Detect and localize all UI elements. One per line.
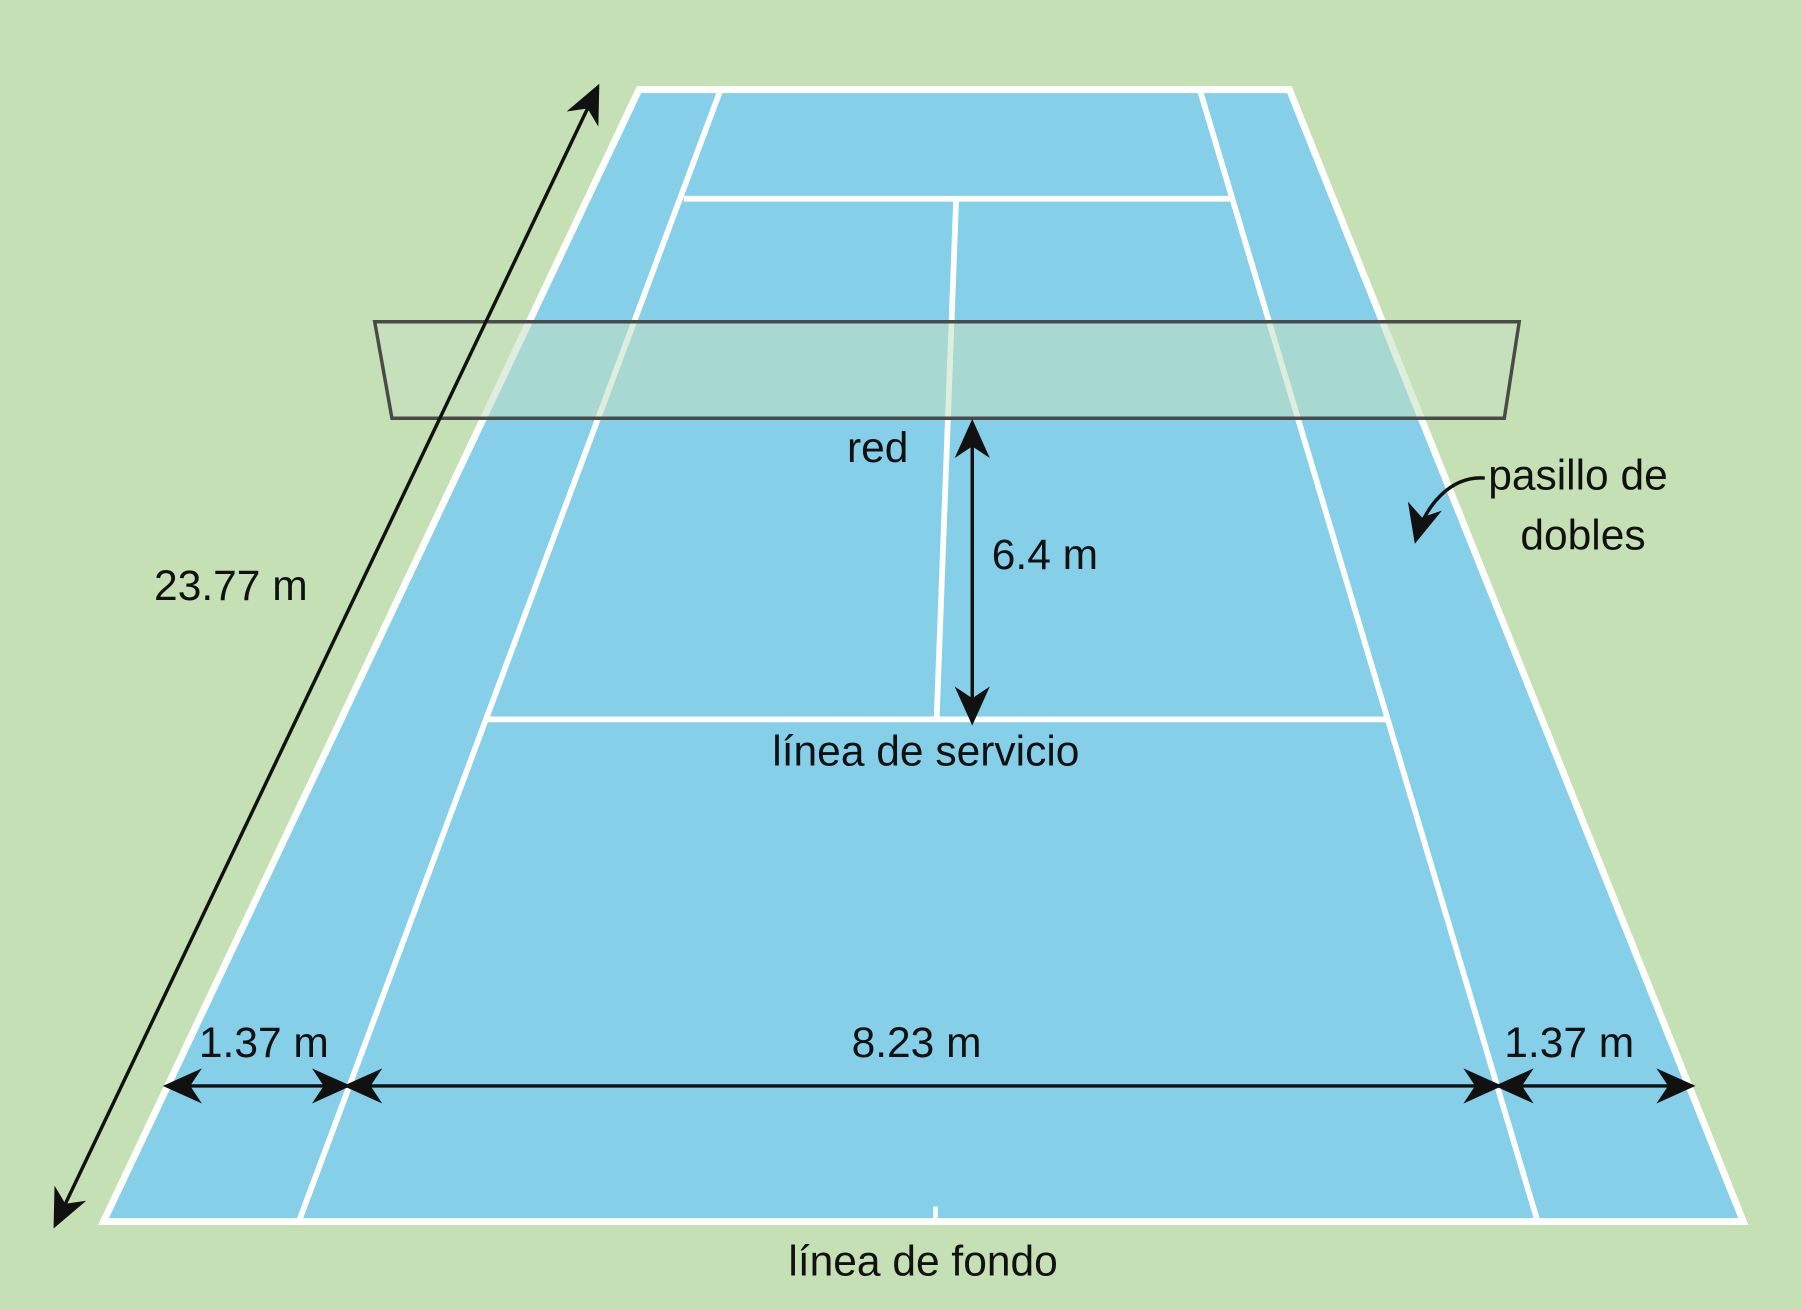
net-label: red <box>847 425 908 472</box>
length-arrow <box>53 83 600 1229</box>
singles-width-label: 8.23 m <box>852 1020 982 1067</box>
left-alley-width-label: 1.37 m <box>199 1020 329 1067</box>
length-label: 23.77 m <box>154 563 308 610</box>
baseline-label: línea de fondo <box>788 1239 1057 1286</box>
doubles-alley-pointer-arrow <box>1407 476 1485 544</box>
doubles-alley-label-line2: dobles <box>1520 512 1645 559</box>
net <box>372 320 1522 421</box>
right-singles-sideline <box>1197 88 1541 1223</box>
doubles-alley-label-line1: pasillo de <box>1488 453 1668 500</box>
service-line-label: línea de servicio <box>772 728 1079 775</box>
service-distance-label: 6.4 m <box>992 532 1098 579</box>
right-alley-width-label: 1.37 m <box>1504 1020 1634 1067</box>
center-service-line <box>933 198 960 720</box>
